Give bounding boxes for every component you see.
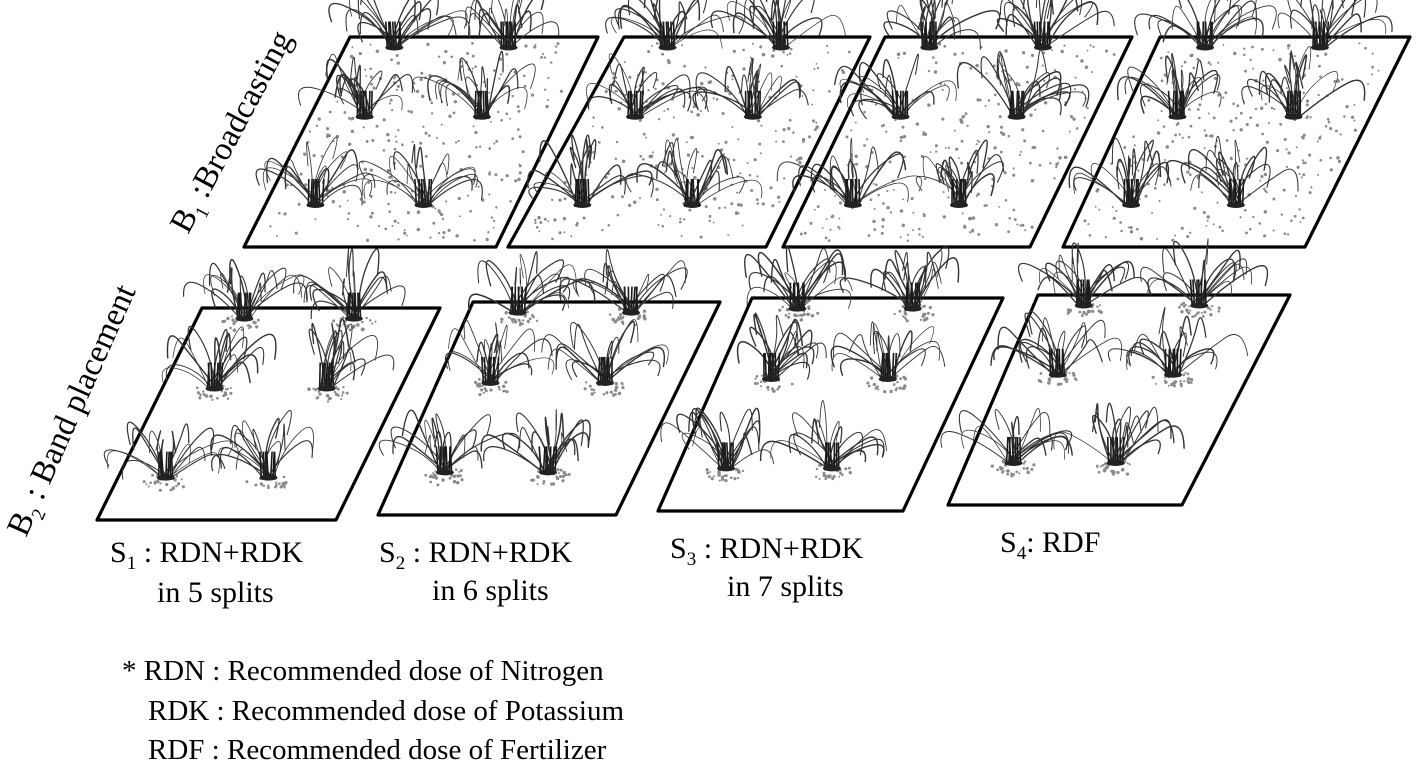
rice-plant-icon: [660, 407, 774, 472]
treatment-sublabel-s3: in 7 splits: [727, 570, 844, 603]
rice-plant-icon: [444, 318, 555, 386]
rice-plant-icon: [692, 57, 809, 120]
plots-broadcasting: [242, 0, 1412, 249]
treatment-label-s4: S4: RDF: [1000, 526, 1100, 564]
rice-plant-icon: [358, 143, 483, 208]
rice-plant-icon: [328, 0, 471, 51]
rice-plant-icon: [1018, 242, 1150, 309]
rice-plant-icon: [559, 249, 688, 316]
rice-plant-icon: [776, 137, 923, 208]
rice-plant-icon: [378, 409, 520, 476]
rice-plant-icon: [586, 53, 709, 120]
rice-plant-icon: [465, 0, 560, 51]
rice-plant-icon: [541, 319, 669, 386]
field-plot-outline: [656, 296, 1005, 513]
rice-plant-icon: [956, 49, 1090, 120]
rice-plant-icon: [736, 312, 827, 382]
treatment-label-s1: S1 : RDN+RDK: [110, 536, 303, 574]
rice-plant-icon: [1277, 0, 1393, 51]
rice-plant-icon: [1165, 135, 1299, 208]
rice-plant-icon: [883, 0, 1001, 51]
treatment-label-s2: S2 : RDN+RDK: [379, 536, 572, 574]
plot-b2-s3: [656, 245, 1005, 513]
treatment-sublabel-s2: in 6 splits: [432, 574, 549, 607]
rice-plant-icon: [210, 409, 314, 481]
rice-plant-icon: [255, 136, 376, 208]
rice-plant-icon: [1140, 238, 1269, 309]
rice-plant-icon: [759, 400, 887, 472]
rice-plant-icon: [297, 53, 414, 120]
rice-plant-icon: [996, 0, 1115, 51]
plot-b1-s1: [242, 0, 600, 249]
plot-b1-s2: [506, 0, 872, 249]
rice-plant-icon: [839, 246, 960, 312]
rice-plant-icon: [625, 138, 763, 208]
rice-plant-icon: [834, 53, 957, 120]
rice-plant-icon: [744, 245, 853, 312]
rice-plant-icon: [605, 0, 744, 51]
rice-plant-icon: [103, 421, 233, 481]
plot-b2-s1: [95, 248, 442, 522]
rice-plant-icon: [161, 325, 277, 392]
footnote-rdf: RDF : Recommended dose of Fertilizer: [148, 734, 607, 766]
rice-plant-icon: [1116, 52, 1222, 120]
rice-plant-icon: [468, 251, 596, 316]
treatment-label-s3: S3 : RDN+RDK: [670, 532, 863, 570]
rice-plant-icon: [412, 50, 536, 120]
treatment-labels: S1 : RDN+RDK in 5 splits S2 : RDN+RDK in…: [110, 526, 1100, 609]
abbreviation-key: * RDN : Recommended dose of Nitrogen RDK…: [122, 655, 624, 766]
rice-plant-icon: [710, 0, 846, 51]
rice-plant-icon: [308, 318, 395, 392]
rice-plant-icon: [1107, 306, 1249, 378]
rice-plant-icon: [1053, 402, 1185, 466]
plot-b2-s2: [376, 249, 722, 517]
fertilizer-dots: [799, 42, 1116, 242]
rice-plant-icon: [830, 321, 946, 382]
rice-plant-icon: [1068, 137, 1172, 208]
plot-b1-s4: [1061, 0, 1412, 249]
rice-plant-icon: [293, 248, 406, 322]
rice-plant-icon: [940, 408, 1073, 466]
plot-b1-s3: [776, 0, 1134, 249]
rice-plant-icon: [915, 139, 1005, 208]
plots-band-placement: [95, 238, 1292, 522]
plot-b2-s4: [940, 238, 1292, 507]
footnote-rdn: * RDN : Recommended dose of Nitrogen: [122, 655, 604, 687]
footnote-rdk: RDK : Recommended dose of Potassium: [148, 695, 624, 727]
rice-plant-icon: [480, 409, 591, 476]
rice-plant-icon: [990, 310, 1123, 378]
treatment-sublabel-s1: in 5 splits: [157, 576, 274, 609]
rice-plant-icon: [1134, 0, 1277, 51]
rice-plant-icon: [1241, 46, 1366, 120]
